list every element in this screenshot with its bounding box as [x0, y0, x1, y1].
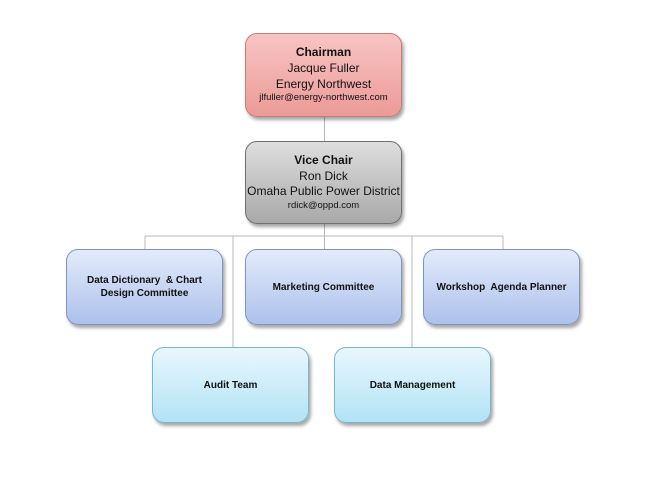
vice-chair-org: Omaha Public Power District: [247, 184, 400, 199]
chairman-role: Chairman: [295, 45, 352, 60]
chairman-name: Jacque Fuller: [287, 61, 360, 76]
workshop-agenda-planner-label: Workshop Agenda Planner: [436, 281, 567, 293]
chairman-box: Chairman Jacque Fuller Energy Northwest …: [245, 33, 402, 117]
workshop-agenda-planner-box: Workshop Agenda Planner: [423, 249, 580, 325]
marketing-committee-box: Marketing Committee: [245, 249, 402, 325]
vice-chair-name: Ron Dick: [299, 168, 348, 183]
audit-team-label: Audit Team: [203, 379, 258, 391]
chairman-org: Energy Northwest: [275, 76, 372, 91]
vice-chair-box: Vice Chair Ron Dick Omaha Public Power D…: [245, 141, 402, 224]
audit-team-box: Audit Team: [152, 347, 309, 423]
data-dictionary-committee-box: Data Dictionary & Chart Design Committee: [66, 249, 223, 325]
data-dictionary-committee-label: Data Dictionary & Chart Design Committee: [86, 275, 205, 299]
chairman-email: jlfuller@energy-northwest.com: [259, 92, 388, 104]
vice-chair-role: Vice Chair: [294, 152, 353, 167]
vice-chair-email: rdick@oppd.com: [287, 199, 360, 211]
data-management-label: Data Management: [369, 379, 456, 391]
marketing-committee-label: Marketing Committee: [272, 281, 375, 293]
data-management-box: Data Management: [334, 347, 491, 423]
